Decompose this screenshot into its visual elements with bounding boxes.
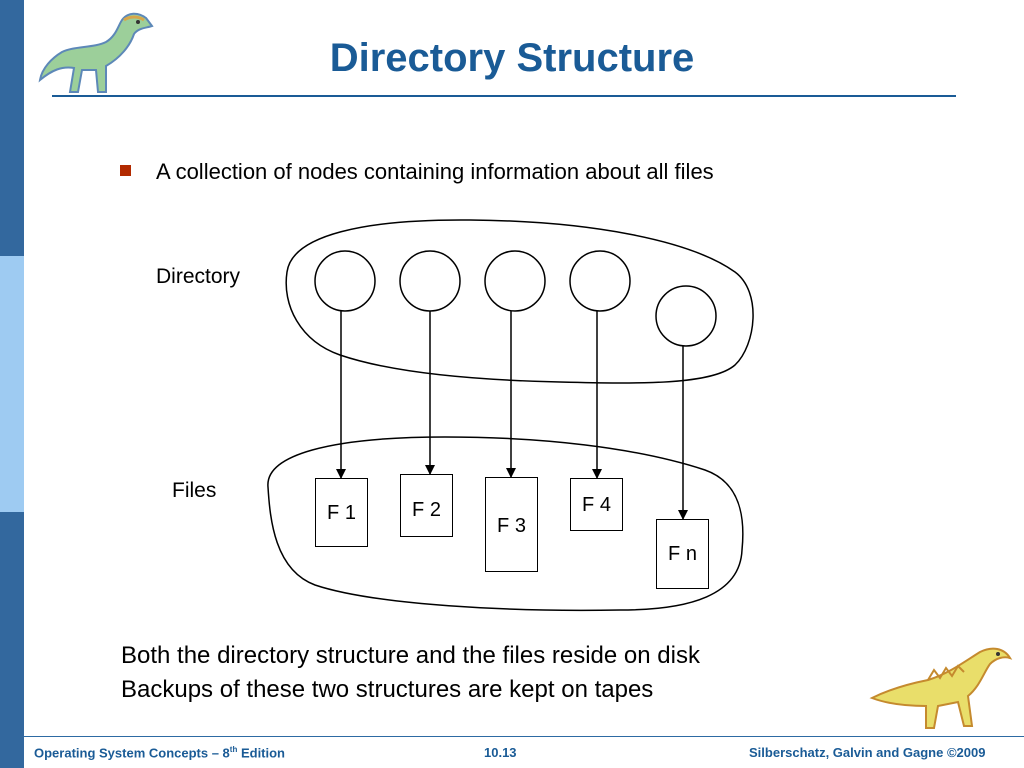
file-box-f3: F 3: [485, 477, 538, 572]
left-sidebar: [0, 0, 24, 768]
footer-book-title: Operating System Concepts – 8th Edition: [34, 745, 285, 760]
directory-node-4: [569, 250, 631, 312]
file-label: F 1: [327, 502, 356, 524]
dinosaur-logo-icon: [38, 12, 154, 93]
footer-rule: [24, 736, 1024, 737]
title-underline: [52, 95, 956, 97]
sidebar-dark-top: [0, 0, 24, 256]
file-label: F 2: [412, 499, 441, 521]
file-label: F n: [668, 543, 697, 565]
footer-page-number: 10.13: [484, 745, 517, 760]
directory-node-3: [484, 250, 546, 312]
bullet-square-icon: [120, 165, 131, 176]
footer-authors: Silberschatz, Galvin and Gagne ©2009: [749, 745, 986, 760]
file-label: F 4: [582, 494, 611, 516]
file-box-f2: F 2: [400, 474, 453, 537]
footer-title-text: Operating System Concepts – 8: [34, 745, 230, 761]
files-label: Files: [172, 479, 217, 502]
file-box-fn: F n: [656, 519, 709, 589]
directory-node-5: [655, 285, 717, 347]
sidebar-dark-bottom: [0, 512, 24, 768]
footer-title-suffix: Edition: [237, 745, 286, 761]
files-outline: [267, 436, 744, 612]
directory-node-2: [399, 250, 461, 312]
bullet-item: A collection of nodes containing informa…: [120, 159, 714, 185]
slide-title: Directory Structure: [329, 36, 695, 80]
file-box-f1: F 1: [315, 478, 368, 547]
directory-label: Directory: [156, 265, 241, 288]
bullet-text: A collection of nodes containing informa…: [156, 159, 714, 184]
file-box-f4: F 4: [570, 478, 623, 531]
sidebar-light: [0, 256, 24, 512]
note-line-2: Backups of these two structures are kept…: [121, 676, 654, 703]
note-line-1: Both the directory structure and the fil…: [121, 642, 700, 669]
directory-outline: [285, 219, 754, 384]
dinosaur-footer-icon: [869, 647, 1013, 729]
directory-node-1: [314, 250, 376, 312]
file-label: F 3: [497, 515, 526, 537]
footer-title-sup: th: [229, 745, 238, 754]
